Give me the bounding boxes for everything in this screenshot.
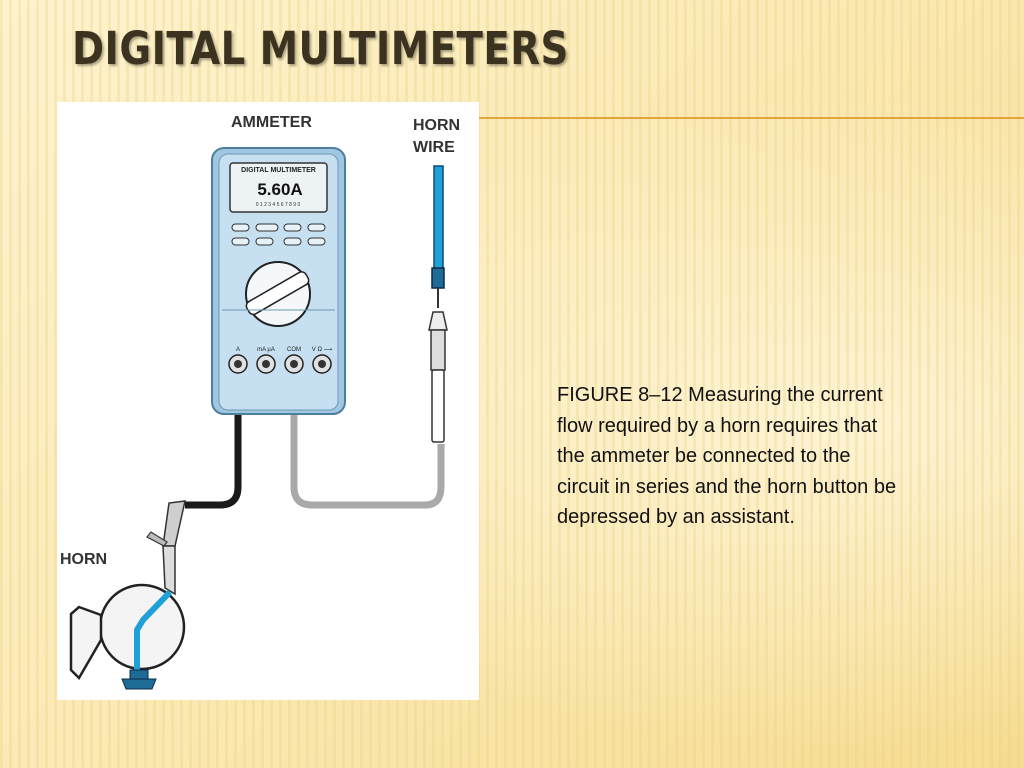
jack-label-v: V Ω ⟶ [312, 347, 333, 353]
input-jacks [228, 354, 332, 374]
amp-test-lead [185, 370, 242, 509]
com-test-lead [290, 370, 445, 509]
jack-label-com: COM [287, 347, 301, 353]
horn-wire-label-2: WIRE [413, 139, 455, 156]
caption-text: Measuring the current flow required by a… [557, 384, 897, 528]
meter-reading: 5.60A [257, 180, 302, 199]
figure-caption: FIGURE 8–12 Measuring the current flow r… [557, 380, 902, 533]
jack-label-a: A [236, 347, 240, 353]
alligator-clip [146, 500, 186, 596]
horn-illustration [69, 583, 186, 690]
horn-label: HORN [60, 551, 107, 568]
figure-reference: FIGURE 8–12 [557, 384, 683, 406]
meter-brand: DIGITAL MULTIMETER [241, 167, 316, 174]
multimeter-figure: AMMETER HORN WIRE HORN DIGITAL MULTIMETE… [57, 102, 479, 700]
multimeter-illustration: AMMETER HORN WIRE HORN DIGITAL MULTIMETE… [60, 114, 460, 690]
slide-title: DIGITAL MULTIMETERS [72, 22, 569, 75]
meter-scale: 0 1 2 3 4 5 6 7 8 9 0 [256, 202, 301, 208]
title-divider [478, 117, 1024, 119]
lcd-display [229, 162, 328, 213]
multimeter-body: DIGITAL MULTIMETER 5.60A 0 1 2 3 4 5 6 7… [211, 147, 346, 415]
horn-wire-probe [428, 165, 448, 443]
ammeter-label: AMMETER [231, 114, 312, 131]
jack-label-ma: mA µA [257, 347, 275, 353]
meter-buttons [231, 223, 326, 246]
horn-wire-label-1: HORN [413, 117, 460, 134]
